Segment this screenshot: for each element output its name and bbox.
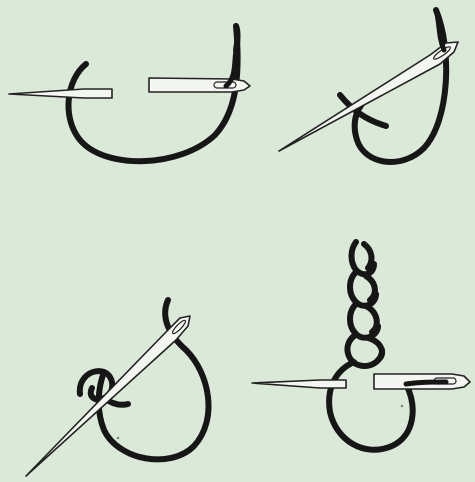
- step-3-needle-icon: [26, 316, 190, 476]
- step-4-chain-stitches-icon: [347, 242, 382, 366]
- step-2-panel: [279, 10, 458, 162]
- step-4-speck-icon: [401, 405, 404, 408]
- step-1-panel: [9, 26, 250, 161]
- step-1-needle-point-icon: [9, 89, 112, 98]
- step-1-thread-end-icon: [236, 26, 238, 50]
- step-3-thread-loop-icon: [99, 300, 209, 459]
- step-4-thread-through-eye-icon: [406, 382, 446, 384]
- step-4-needle-point-icon: [252, 380, 346, 388]
- step-3-panel: [26, 300, 208, 476]
- step-3-speck-icon: [117, 437, 120, 440]
- step-4-panel: [252, 242, 470, 450]
